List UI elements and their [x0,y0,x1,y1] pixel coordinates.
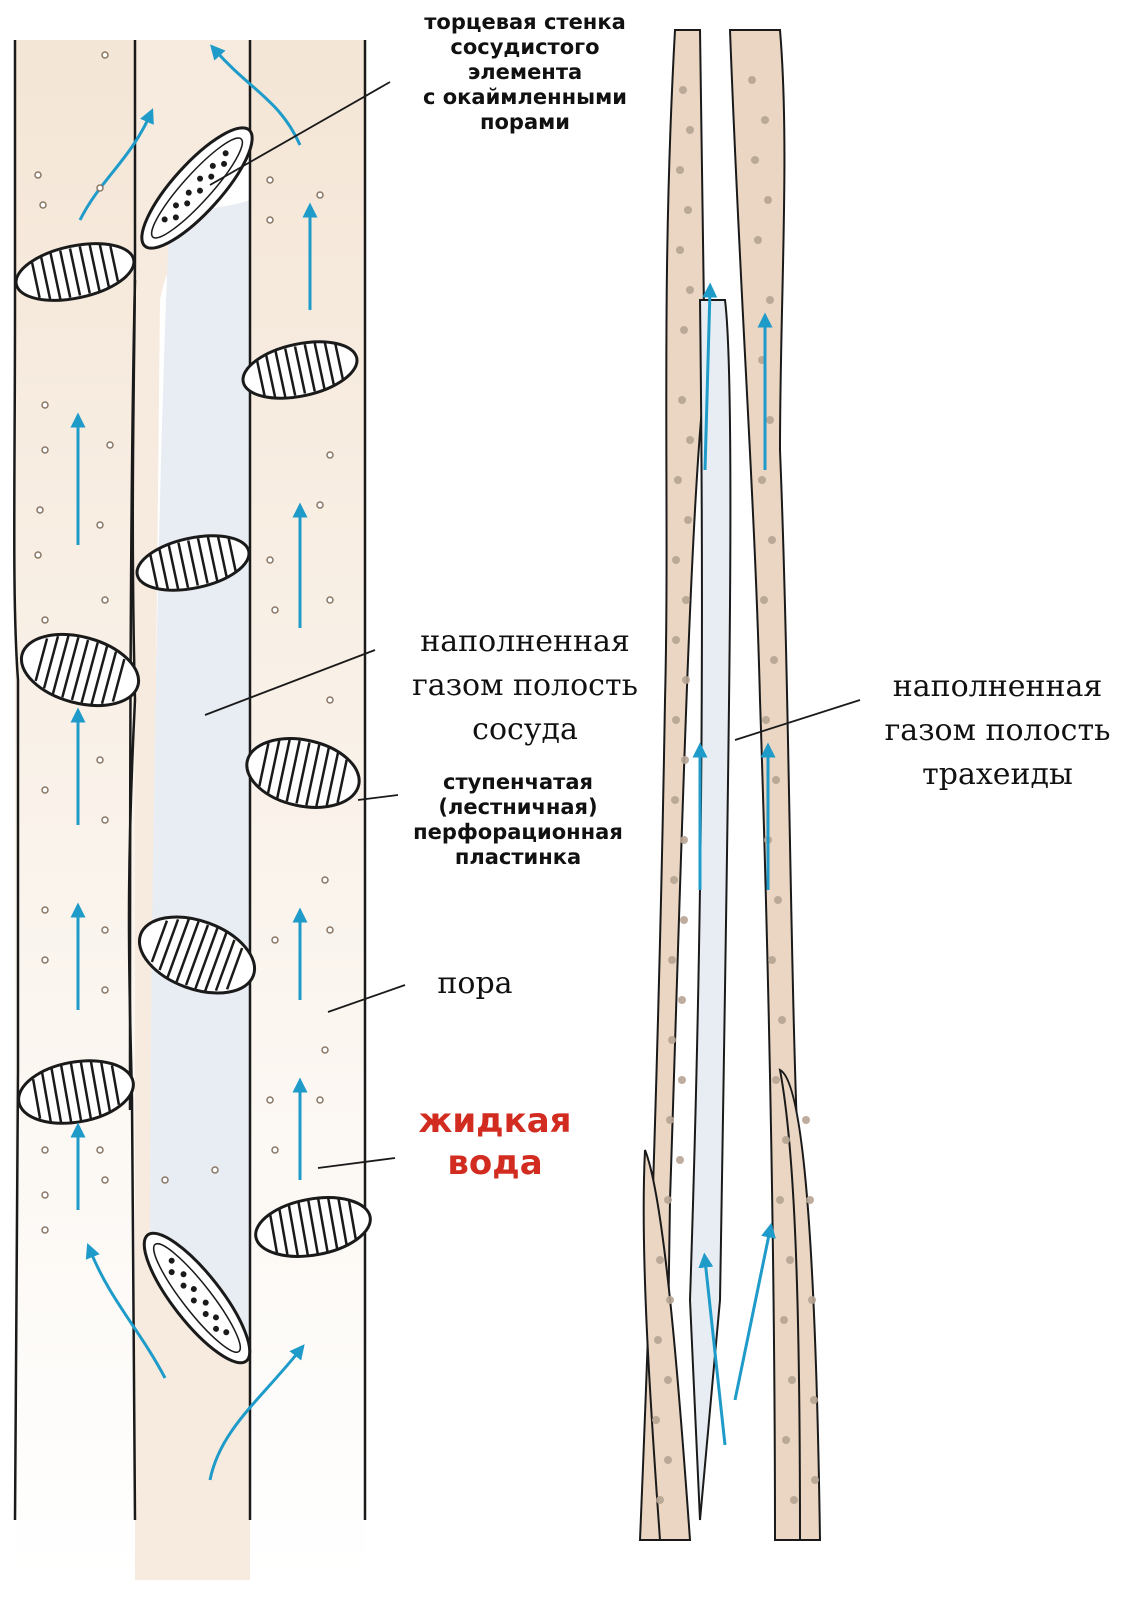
scalariform-line-4: пластинка [383,845,653,870]
tracheid-cavity-line-1: наполненная [855,665,1140,709]
tracheid-cavity-line-2: газом полость [855,709,1140,753]
end-wall-line-1: торцевая стенка [390,10,660,35]
scalariform-line-2: (лестничная) [383,795,653,820]
vessel-cavity-line-1: наполненная [385,620,665,664]
label-scalariform-plate: ступенчатая (лестничная) перфорационная … [383,770,653,870]
tracheid-cavity-line-3: трахеиды [855,753,1140,797]
label-end-wall: торцевая стенка сосудистого элемента с о… [390,10,660,135]
vessel-cavity-line-3: сосуда [385,708,665,752]
tracheids [640,30,820,1540]
end-wall-line-4: с окаймленными [390,85,660,110]
end-wall-line-2: сосудистого [390,35,660,60]
end-wall-line-3: элемента [390,60,660,85]
liquid-water-line-2: вода [395,1142,595,1184]
label-pore: пора [420,962,530,1006]
liquid-water-line-1: жидкая [395,1100,595,1142]
label-tracheid-cavity: наполненная газом полость трахеиды [855,665,1140,797]
label-vessel-cavity: наполненная газом полость сосуда [385,620,665,752]
vessel-cavity-line-2: газом полость [385,664,665,708]
label-liquid-water: жидкая вода [395,1100,595,1184]
scalariform-line-1: ступенчатая [383,770,653,795]
end-wall-line-5: порами [390,110,660,135]
pore-text: пора [420,962,530,1006]
scalariform-line-3: перфорационная [383,820,653,845]
